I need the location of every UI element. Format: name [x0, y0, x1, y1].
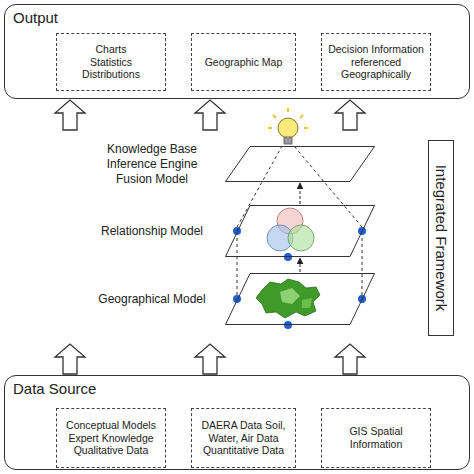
- dashed-leaders: [237, 146, 362, 295]
- dashed-box: Geographic Map: [191, 33, 296, 91]
- model-layer: Geographical Model: [225, 273, 375, 325]
- layer-outline: [225, 273, 375, 325]
- layer-outline: [225, 205, 375, 257]
- hollow-arrow: [335, 344, 365, 374]
- layer-label: Geographical Model: [93, 292, 211, 307]
- layer-outline: [225, 146, 375, 182]
- map-shape: [256, 279, 320, 318]
- dashed-box: Conceptual Models Expert Knowledge Quali…: [56, 408, 166, 468]
- hollow-arrow: [195, 344, 225, 374]
- model-layer: Knowledge Base Inference Engine Fusion M…: [225, 146, 375, 182]
- box-label: Charts Statistics Distributions: [75, 43, 147, 81]
- dashed-arrow: [300, 258, 301, 272]
- dashed-box: Decision Information referenced Geograph…: [321, 33, 431, 91]
- box-label: Decision Information referenced Geograph…: [324, 43, 428, 81]
- hollow-arrow: [55, 344, 85, 374]
- framework-box: Integrated Framework: [428, 140, 454, 336]
- section-panel: Data SourceConceptual Models Expert Know…: [4, 375, 470, 470]
- box-label: DAERA Data Soil, Water, Air Data Quantit…: [194, 419, 294, 457]
- box-label: Geographic Map: [196, 56, 291, 69]
- hollow-arrow: [335, 100, 365, 130]
- dashed-box: GIS Spatial Information: [321, 408, 431, 468]
- panel-heading: Output: [13, 9, 58, 27]
- blue-dots: [233, 227, 366, 329]
- dashed-arrow: [300, 183, 301, 204]
- box-label: GIS Spatial Information: [340, 425, 412, 450]
- light-bulb: [268, 108, 308, 144]
- section-panel: OutputCharts Statistics Distributions Geo…: [4, 4, 470, 99]
- dashed-box: Charts Statistics Distributions: [56, 33, 166, 91]
- layer-label: Knowledge Base Inference Engine Fusion M…: [93, 142, 211, 187]
- dashed-box: DAERA Data Soil, Water, Air Data Quantit…: [191, 408, 296, 468]
- hollow-arrow: [55, 100, 85, 130]
- hollow-arrow: [195, 100, 225, 130]
- layer-label: Relationship Model: [93, 224, 211, 239]
- venn-circles: [267, 208, 314, 251]
- model-layer: Relationship Model: [225, 205, 375, 257]
- box-label: Conceptual Models Expert Knowledge Quali…: [61, 419, 161, 457]
- panel-heading: Data Source: [13, 380, 96, 398]
- vertical-label: Integrated Framework: [430, 140, 452, 336]
